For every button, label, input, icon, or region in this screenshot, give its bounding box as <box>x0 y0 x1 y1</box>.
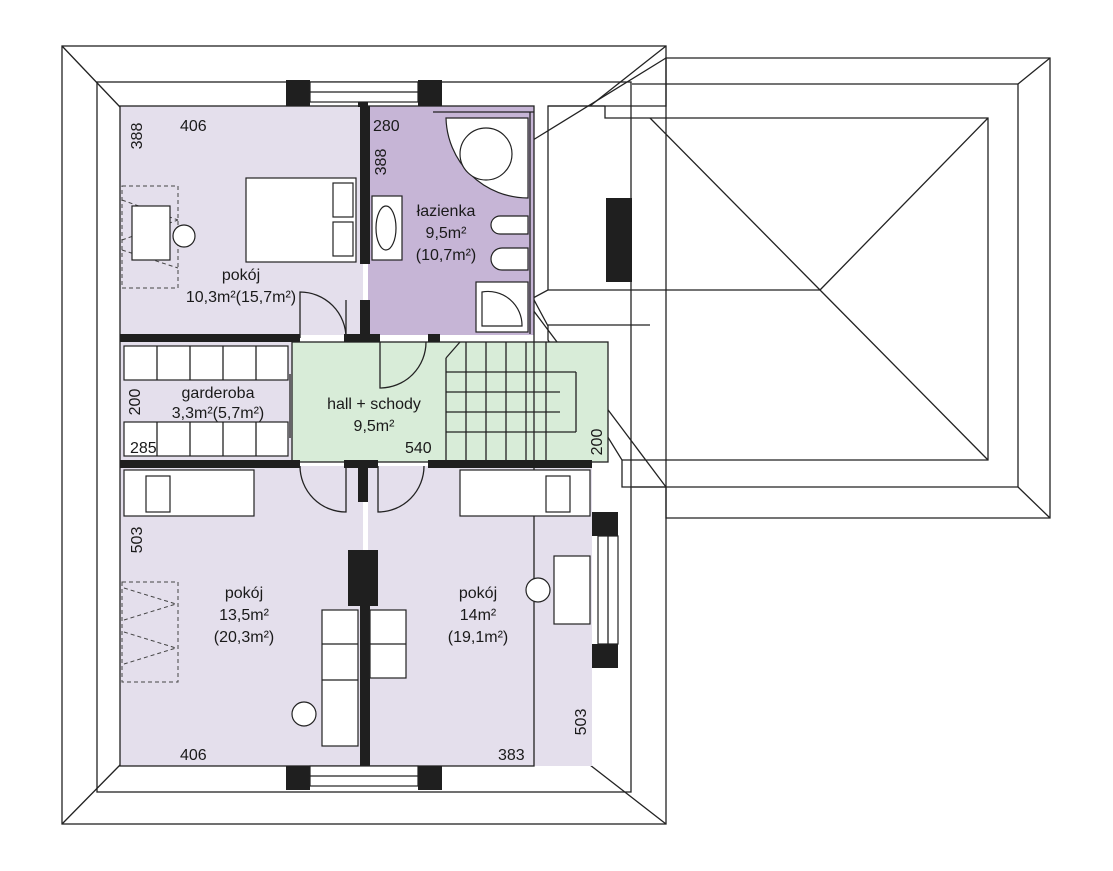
room-name-bedroom-top: pokój <box>222 267 260 284</box>
bidet-icon <box>490 215 529 235</box>
dim-bottom-left-width: 406 <box>180 747 207 764</box>
bathtub-icon <box>445 117 529 199</box>
room-name-wardrobe: garderoba <box>182 385 255 402</box>
dim-bath-height: 388 <box>373 149 390 176</box>
doors <box>289 291 427 513</box>
room-name-hall: hall + schody <box>327 396 421 413</box>
wardrobe-left-bedroom <box>121 581 179 683</box>
room-name-bedroom-right: pokój <box>459 585 497 602</box>
dim-top-left-height: 388 <box>129 123 146 150</box>
wardrobe-shelves <box>123 345 289 457</box>
dim-hall-height: 200 <box>589 429 606 456</box>
room-area-hall: 9,5m² <box>354 418 396 435</box>
room-area-bedroom-left: 13,5m² <box>219 607 269 624</box>
room-hall <box>292 342 608 462</box>
dim-bath-width: 280 <box>373 118 400 135</box>
bed-left <box>123 469 255 517</box>
dim-wardrobe-width: 285 <box>130 440 157 457</box>
chimney <box>606 198 632 282</box>
room-area-total-bedroom-right: (19,1m²) <box>448 629 508 646</box>
windows <box>309 81 619 787</box>
room-area-total-bathroom: (10,7m²) <box>416 247 476 264</box>
room-name-bathroom: łazienka <box>417 203 476 220</box>
dim-wardrobe-height: 200 <box>127 389 144 416</box>
room-area-bathroom: 9,5m² <box>426 225 468 242</box>
sink-icon <box>371 195 403 261</box>
bed-right <box>459 469 591 517</box>
desk-left <box>291 609 359 747</box>
wardrobe-top-bedroom <box>121 185 196 289</box>
walls <box>120 80 618 790</box>
toilet-icon <box>490 247 529 271</box>
dim-top-left-width: 406 <box>180 118 207 135</box>
staircase <box>445 341 577 462</box>
shower-icon <box>475 281 529 333</box>
dim-bottom-left-height: 503 <box>129 527 146 554</box>
dim-bottom-right-width: 383 <box>498 747 525 764</box>
room-area-bedroom-right: 14m² <box>460 607 497 624</box>
bed-top <box>245 177 357 263</box>
dim-bottom-right-height: 503 <box>573 709 590 736</box>
room-area-total-bedroom-left: (20,3m²) <box>214 629 274 646</box>
room-area-wardrobe: 3,3m²(5,7m²) <box>172 405 264 422</box>
roof-annex <box>532 57 1051 519</box>
room-name-bedroom-left: pokój <box>225 585 263 602</box>
desk-right <box>369 555 591 679</box>
dim-hall-width: 540 <box>405 440 432 457</box>
room-area-bedroom-top: 10,3m²(15,7m²) <box>186 289 296 306</box>
